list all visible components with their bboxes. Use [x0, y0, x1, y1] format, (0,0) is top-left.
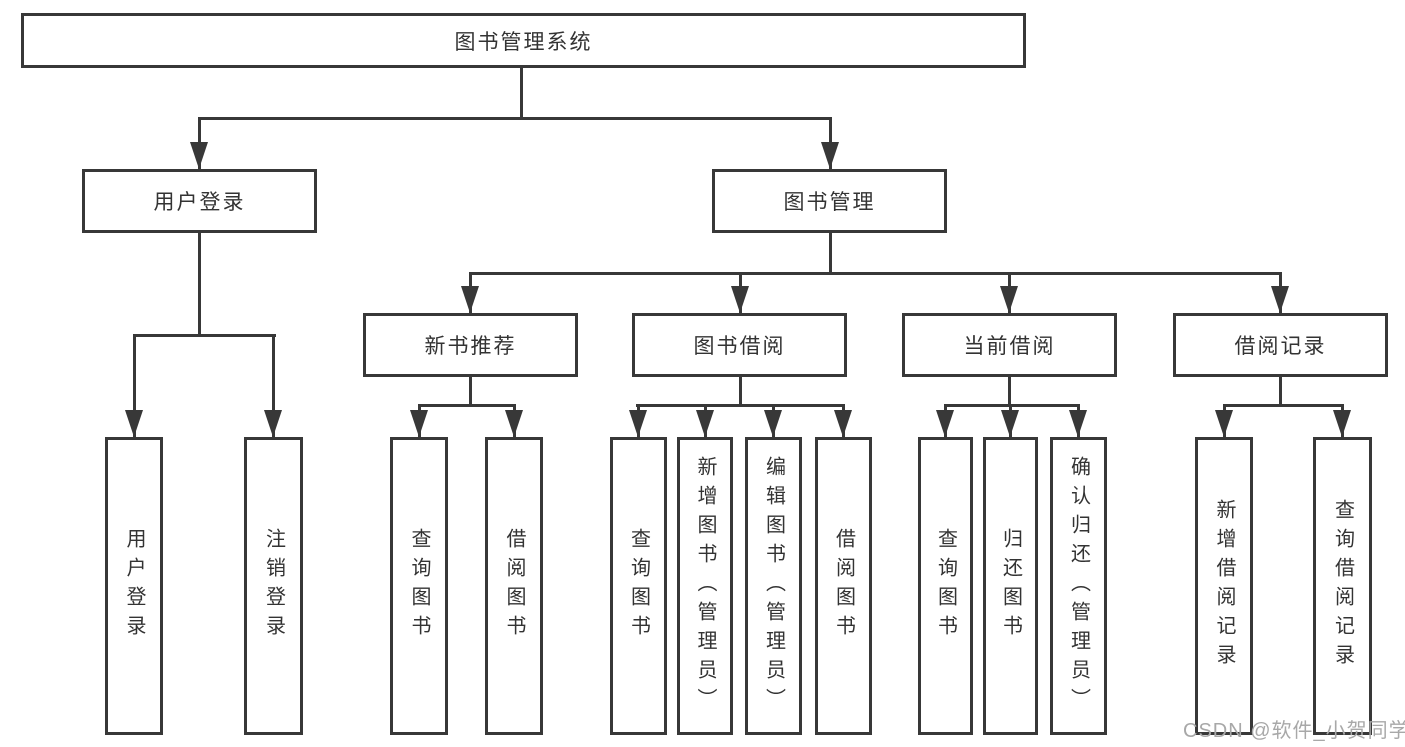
connector-line	[198, 117, 832, 120]
node-new-book-recommend: 新书推荐	[363, 313, 578, 377]
connector-line	[272, 334, 275, 437]
connector-line	[418, 404, 516, 407]
leaf-borrow-query-books: 查询图书	[610, 437, 667, 735]
arrowhead-down-icon	[834, 410, 852, 437]
connector-line	[133, 334, 276, 337]
node-root-system: 图书管理系统	[21, 13, 1026, 68]
leaf-current-query-books: 查询图书	[918, 437, 973, 735]
arrowhead-down-icon	[821, 142, 839, 169]
arrowhead-down-icon	[629, 410, 647, 437]
node-label: 确认归还（管理员）	[1067, 455, 1090, 717]
connector-line	[739, 377, 742, 406]
leaf-records-add-record: 新增借阅记录	[1195, 437, 1253, 735]
node-label: 图书借阅	[693, 335, 786, 358]
arrowhead-down-icon	[731, 286, 749, 313]
connector-line	[198, 233, 201, 336]
node-label: 用户登录	[153, 191, 246, 214]
csdn-watermark: CSDN @软件_小贺同学	[1183, 720, 1405, 742]
leaf-current-confirm-return-admin: 确认归还（管理员）	[1050, 437, 1107, 735]
node-label: 新增借阅记录	[1213, 499, 1235, 673]
arrowhead-down-icon	[936, 410, 954, 437]
leaf-logout: 注销登录	[244, 437, 303, 735]
node-label: 归还图书	[999, 528, 1022, 644]
node-label: 查询图书	[408, 528, 430, 644]
node-book-management: 图书管理	[712, 169, 947, 233]
connector-line	[1008, 377, 1011, 406]
node-label: 借阅记录	[1234, 335, 1327, 358]
node-label: 查询借阅记录	[1331, 499, 1354, 673]
connector-line	[520, 68, 523, 120]
arrowhead-down-icon	[190, 142, 208, 169]
connector-line	[469, 377, 472, 406]
leaf-user-login: 用户登录	[105, 437, 163, 735]
arrowhead-down-icon	[1271, 286, 1289, 313]
connector-line	[1279, 377, 1282, 406]
leaf-borrow-add-books-admin: 新增图书（管理员）	[677, 437, 733, 735]
node-label: 新书推荐	[424, 335, 517, 358]
node-label: 注销登录	[262, 528, 285, 644]
connector-line	[1223, 404, 1344, 407]
connector-line	[636, 404, 845, 407]
node-label: 新增图书（管理员）	[694, 455, 716, 717]
node-label: 编辑图书（管理员）	[762, 455, 785, 717]
leaf-borrow-borrow-books: 借阅图书	[815, 437, 872, 735]
node-borrowing-records: 借阅记录	[1173, 313, 1388, 377]
node-label: 查询图书	[934, 528, 957, 644]
leaf-borrow-edit-books-admin: 编辑图书（管理员）	[745, 437, 802, 735]
node-label: 查询图书	[627, 528, 650, 644]
arrowhead-down-icon	[125, 410, 143, 437]
connector-line	[469, 272, 1282, 275]
arrowhead-down-icon	[505, 410, 523, 437]
node-label: 用户登录	[123, 528, 145, 644]
node-book-borrowing: 图书借阅	[632, 313, 847, 377]
node-label: 图书管理	[783, 191, 876, 214]
node-label: 借阅图书	[832, 528, 855, 644]
connector-line	[944, 404, 1080, 407]
arrowhead-down-icon	[1000, 286, 1018, 313]
leaf-recommend-query-books: 查询图书	[390, 437, 448, 735]
connector-line	[829, 233, 832, 275]
arrowhead-down-icon	[764, 410, 782, 437]
arrowhead-down-icon	[1069, 410, 1087, 437]
node-current-borrowing: 当前借阅	[902, 313, 1117, 377]
node-label: 图书管理系统	[454, 30, 593, 54]
node-user-login: 用户登录	[82, 169, 317, 233]
connector-line	[133, 334, 136, 437]
arrowhead-down-icon	[1001, 410, 1019, 437]
arrowhead-down-icon	[1333, 410, 1351, 437]
node-label: 当前借阅	[963, 335, 1056, 358]
leaf-recommend-borrow-books: 借阅图书	[485, 437, 543, 735]
arrowhead-down-icon	[696, 410, 714, 437]
leaf-current-return-books: 归还图书	[983, 437, 1038, 735]
node-label: 借阅图书	[503, 528, 525, 644]
arrowhead-down-icon	[264, 410, 282, 437]
arrowhead-down-icon	[410, 410, 428, 437]
arrowhead-down-icon	[461, 286, 479, 313]
leaf-records-query-record: 查询借阅记录	[1313, 437, 1372, 735]
arrowhead-down-icon	[1215, 410, 1233, 437]
